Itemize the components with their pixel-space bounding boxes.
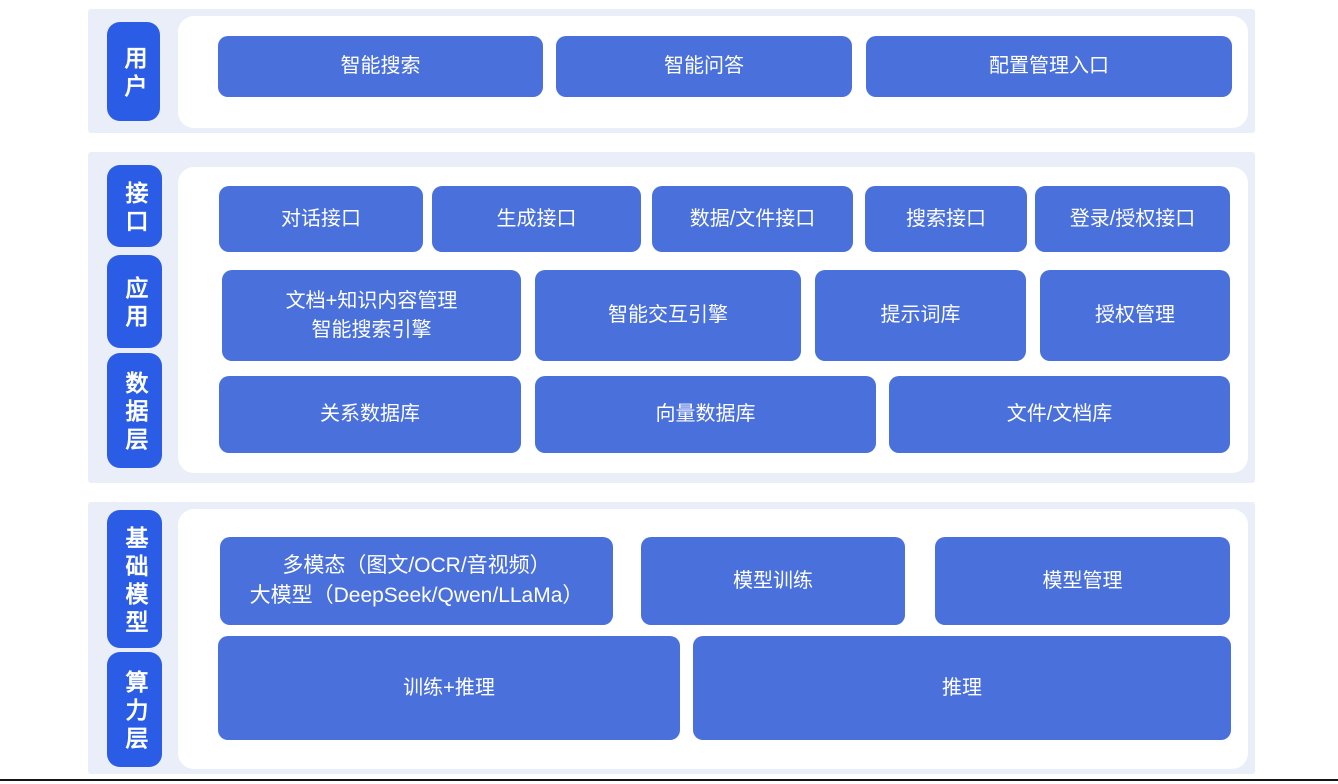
box-generation-api: 生成接口: [432, 186, 641, 252]
layer-label-compute: 算力层: [107, 652, 162, 767]
box-model-management: 模型管理: [935, 537, 1230, 625]
box-login-auth-api: 登录/授权接口: [1035, 186, 1230, 252]
bottom-divider-line: [0, 779, 1338, 781]
layer-label-data: 数据层: [107, 353, 162, 468]
box-intelligent-interaction-engine: 智能交互引擎: [535, 270, 801, 361]
layer-label-application: 应用: [107, 255, 162, 348]
box-authorization-management: 授权管理: [1040, 270, 1230, 361]
layer-label-interface: 接口: [107, 165, 162, 247]
box-vector-database: 向量数据库: [535, 376, 876, 453]
box-search-api: 搜索接口: [865, 186, 1027, 252]
box-data-file-api: 数据/文件接口: [652, 186, 853, 252]
box-model-training: 模型训练: [641, 537, 905, 625]
layer-label-foundation-model: 基础模型: [107, 510, 162, 648]
box-file-document-store: 文件/文档库: [889, 376, 1230, 453]
box-inference: 推理: [693, 636, 1231, 740]
box-smart-qa: 智能问答: [556, 36, 852, 97]
box-config-management-entry: 配置管理入口: [866, 36, 1232, 97]
box-multimodal-large-model: 多模态（图文/OCR/音视频） 大模型（DeepSeek/Qwen/LLaMa）: [220, 537, 613, 625]
box-doc-knowledge-management: 文档+知识内容管理 智能搜索引擎: [222, 270, 521, 361]
box-dialog-api: 对话接口: [219, 186, 423, 252]
box-training-plus-inference: 训练+推理: [218, 636, 680, 740]
box-relational-database: 关系数据库: [219, 376, 521, 453]
layer-label-user: 用户: [107, 22, 160, 121]
box-smart-search: 智能搜索: [218, 36, 543, 97]
box-prompt-library: 提示词库: [815, 270, 1026, 361]
